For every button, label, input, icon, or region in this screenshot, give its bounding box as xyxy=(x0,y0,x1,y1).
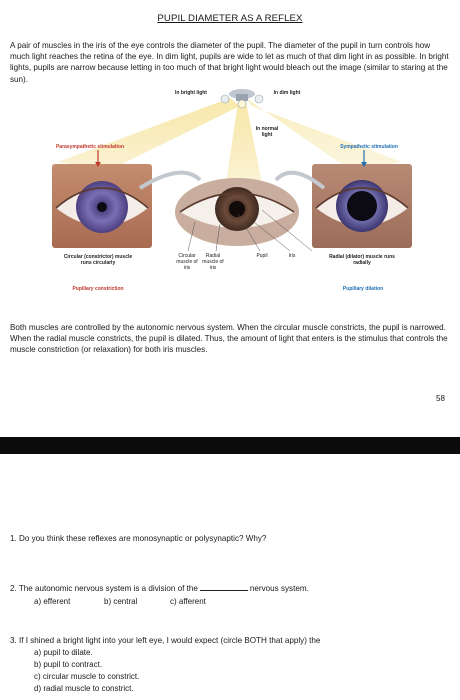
circular-muscle-of-iris-label: Circular muscle of iris xyxy=(176,253,198,271)
parasympathetic-arrow-icon xyxy=(95,150,101,167)
question-2-text-end: nervous system. xyxy=(249,584,309,593)
normal-light-beam xyxy=(226,102,262,184)
intro-paragraph: A pair of muscles in the iris of the eye… xyxy=(10,41,449,84)
question-3-option-b[interactable]: b) pupil to contract. xyxy=(34,660,103,669)
bright-light-beam xyxy=(58,98,240,170)
light-fixture xyxy=(220,89,264,109)
dim-light-label: In dim light xyxy=(273,90,301,96)
normal-light-label: In normal light xyxy=(255,126,279,138)
radial-muscle-of-iris-label: Radial muscle of iris xyxy=(202,253,224,271)
question-1: 1. Do you think these reflexes are monos… xyxy=(10,534,267,543)
pupil-label: Pupil xyxy=(256,253,268,259)
label-pointers xyxy=(187,209,313,252)
worksheet-page: PUPIL DIAMETER AS A REFLEX A pair of mus… xyxy=(10,13,449,403)
figure-illustration xyxy=(52,89,412,252)
page-number: 58 xyxy=(436,394,445,403)
page-divider-bar xyxy=(0,437,460,454)
question-3: 3. If I shined a bright light into your … xyxy=(10,636,321,645)
iris-label: Iris xyxy=(288,253,296,259)
sympathetic-arrow-icon xyxy=(361,150,367,167)
bright-light-label: In bright light xyxy=(175,90,207,96)
right-connector-arrow xyxy=(274,170,326,190)
pupillary-dilation-label: Pupillary dilation xyxy=(342,286,384,292)
dim-light-beam xyxy=(246,98,402,170)
circular-constrictor-label: Circular (constrictor) muscle runs circu… xyxy=(63,254,133,266)
question-3-option-d[interactable]: d) radial muscle to constrict. xyxy=(34,684,134,693)
summary-paragraph: Both muscles are controlled by the auton… xyxy=(10,323,448,355)
question-3-option-a[interactable]: a) pupil to dilate. xyxy=(34,648,93,657)
parasympathetic-label: Parasympathetic stimulation xyxy=(55,144,125,150)
question-2-text: 2. The autonomic nervous system is a div… xyxy=(10,584,198,593)
question-2-option-c[interactable]: c) afferent xyxy=(170,597,206,606)
question-2: 2. The autonomic nervous system is a div… xyxy=(10,583,450,595)
sympathetic-label: Sympathetic stimulation xyxy=(340,144,398,150)
eye-constricted xyxy=(52,164,152,248)
pupillary-constriction-label: Pupillary constriction xyxy=(72,286,124,292)
question-2-option-b[interactable]: b) central xyxy=(104,597,138,606)
page-title: PUPIL DIAMETER AS A REFLEX xyxy=(157,13,303,24)
question-2-option-a[interactable]: a) efferent xyxy=(34,597,71,606)
radial-dilator-label: Radial (dilator) muscle runs radially xyxy=(329,254,395,266)
answer-blank[interactable] xyxy=(199,583,248,591)
pupil-reflex-figure: In bright light In dim light In normal l… xyxy=(40,84,420,310)
eye-normal xyxy=(175,178,299,246)
question-3-option-c[interactable]: c) circular muscle to constrict. xyxy=(34,672,140,681)
left-connector-arrow xyxy=(138,170,202,190)
eye-dilated xyxy=(312,164,412,248)
